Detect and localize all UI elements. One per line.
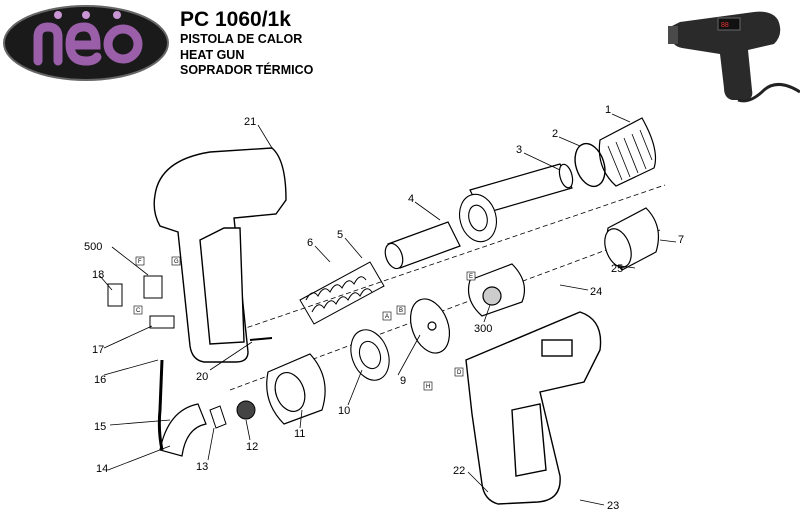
callout-14: 14 [96, 463, 108, 475]
part-21-left-housing [153, 147, 287, 363]
callout-23: 23 [607, 500, 619, 512]
part-7-front-cone [604, 207, 659, 271]
gasket-plate [458, 193, 498, 243]
model-title: PC 1060/1k [180, 8, 291, 31]
neo-logo [3, 5, 169, 81]
callout-2: 2 [552, 128, 558, 140]
callout-300: 300 [474, 323, 492, 335]
part-3-outer-tube [469, 163, 574, 215]
logo-letters [33, 22, 143, 66]
part-14-cable-sleeve [159, 403, 207, 457]
callout-9: 9 [400, 375, 406, 387]
callout-16: 16 [94, 374, 106, 386]
part-11-rear-housing [266, 353, 326, 425]
part-9-fan-disk [409, 298, 451, 354]
title-line-en: HEAT GUN [180, 47, 245, 62]
part-17-18-500-switches [107, 275, 175, 329]
callout-7: 7 [678, 234, 684, 246]
callout-numbers: 1 2 3 4 5 6 7 9 10 11 12 13 14 15 16 17 … [84, 104, 684, 512]
tag-g: G [174, 259, 179, 265]
callout-20: 20 [196, 371, 208, 383]
title-line-es: PISTOLA DE CALOR [180, 32, 303, 46]
title-block: PC 1060/1k PISTOLA DE CALOR HEAT GUN SOP… [180, 8, 313, 79]
callout-6: 6 [307, 237, 313, 249]
part-10-filter-disk [350, 329, 390, 381]
exploded-diagram: 1 2 3 4 5 6 7 9 10 11 12 13 14 15 16 17 … [84, 104, 684, 512]
tag-h: H [426, 384, 430, 390]
tag-b: B [399, 308, 403, 314]
callout-24: 24 [590, 286, 602, 298]
svg-text:88: 88 [721, 22, 729, 29]
part-20-screw [249, 337, 273, 341]
callout-11: 11 [294, 428, 305, 440]
part-300-motor [467, 263, 525, 317]
part-16-power-cable [157, 359, 164, 451]
part-12-knob [236, 400, 256, 420]
part-4-inner-tube [384, 221, 461, 270]
callout-12: 12 [246, 441, 258, 453]
tag-c: C [136, 308, 141, 314]
tag-d: D [457, 370, 462, 376]
header: PC 1060/1k PISTOLA DE CALOR HEAT GUN SOP… [0, 0, 800, 103]
callout-17: 17 [92, 344, 104, 356]
callout-4: 4 [408, 193, 414, 205]
tag-f: F [138, 259, 142, 265]
part-1-nozzle-grille [598, 117, 657, 187]
callout-18: 18 [92, 269, 104, 281]
leader-lines [99, 113, 677, 506]
callout-10: 10 [338, 405, 350, 417]
callout-500: 500 [84, 241, 102, 253]
callout-21: 21 [244, 116, 256, 128]
part-13-bracket [209, 405, 227, 429]
part-5-6-heating-coil [299, 261, 385, 325]
callout-13: 13 [196, 461, 208, 473]
callout-22: 22 [453, 465, 465, 477]
callout-3: 3 [516, 144, 522, 156]
part-22-right-housing [465, 311, 602, 505]
heat-gun-product-photo-icon: 88 [668, 11, 800, 103]
part-2-ring [574, 142, 606, 188]
callout-25: 25 [611, 263, 623, 275]
callout-5: 5 [337, 229, 343, 241]
part-tags: A B C D E F G H [133, 256, 476, 391]
tag-a: A [385, 314, 389, 320]
title-line-pt: SOPRADOR TÉRMICO [180, 63, 314, 77]
tag-e: E [469, 274, 473, 280]
callout-15: 15 [94, 421, 106, 433]
callout-1: 1 [605, 104, 611, 116]
